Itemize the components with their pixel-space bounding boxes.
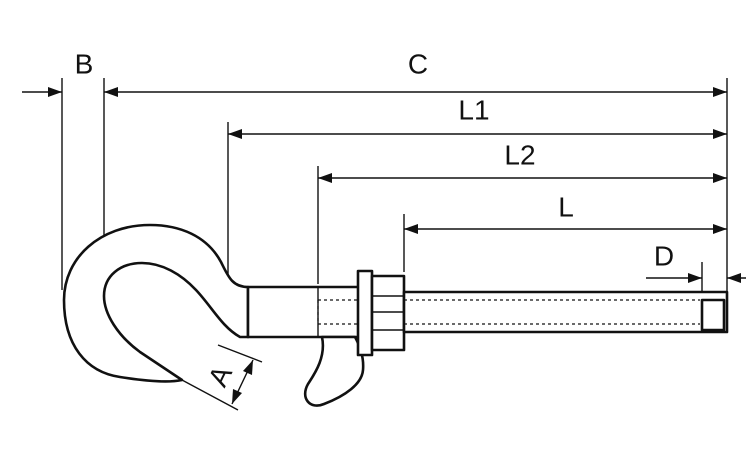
rod-body bbox=[402, 290, 729, 334]
safety-latch-body bbox=[303, 335, 365, 407]
shank bbox=[246, 285, 362, 339]
dimension-l: L bbox=[404, 191, 727, 234]
arrow-head bbox=[688, 273, 702, 283]
arrow-head bbox=[48, 87, 62, 97]
dimension-l2: L2 bbox=[318, 139, 727, 183]
extension-line-a-lower bbox=[181, 379, 239, 411]
dimension-c: C bbox=[104, 48, 727, 97]
washer bbox=[356, 269, 374, 357]
arrow-head bbox=[713, 224, 727, 234]
arrow-head bbox=[243, 360, 253, 375]
dimension-label-a: A bbox=[202, 361, 238, 392]
arrow-head bbox=[228, 129, 242, 139]
extension-line-a-upper bbox=[217, 344, 263, 363]
shank-body bbox=[246, 285, 362, 339]
rod-end-socket bbox=[700, 298, 726, 332]
arrow-head bbox=[232, 389, 242, 404]
dimension-a: A bbox=[181, 344, 263, 411]
dimension-d: D bbox=[646, 240, 746, 283]
arrow-head bbox=[104, 87, 118, 97]
dimension-label-c: C bbox=[408, 48, 428, 79]
hook bbox=[62, 223, 250, 383]
dimension-label-l: L bbox=[558, 191, 574, 222]
arrow-head bbox=[713, 87, 727, 97]
safety-latch bbox=[303, 335, 365, 407]
bolt-rod bbox=[402, 290, 729, 334]
dimension-l1: L1 bbox=[228, 94, 727, 139]
hook-body bbox=[62, 223, 250, 383]
arrow-head bbox=[713, 173, 727, 183]
dimension-label-b: B bbox=[75, 48, 94, 79]
dimension-b: B bbox=[22, 48, 93, 97]
arrow-head bbox=[727, 273, 741, 283]
arrow-head bbox=[318, 173, 332, 183]
arrow-head bbox=[404, 224, 418, 234]
hex-nut bbox=[370, 274, 406, 352]
arrow-head bbox=[713, 129, 727, 139]
dimension-label-l2: L2 bbox=[504, 139, 535, 170]
dimension-label-l1: L1 bbox=[458, 94, 489, 125]
nut-assembly bbox=[356, 269, 406, 357]
dimension-label-d: D bbox=[654, 240, 674, 271]
